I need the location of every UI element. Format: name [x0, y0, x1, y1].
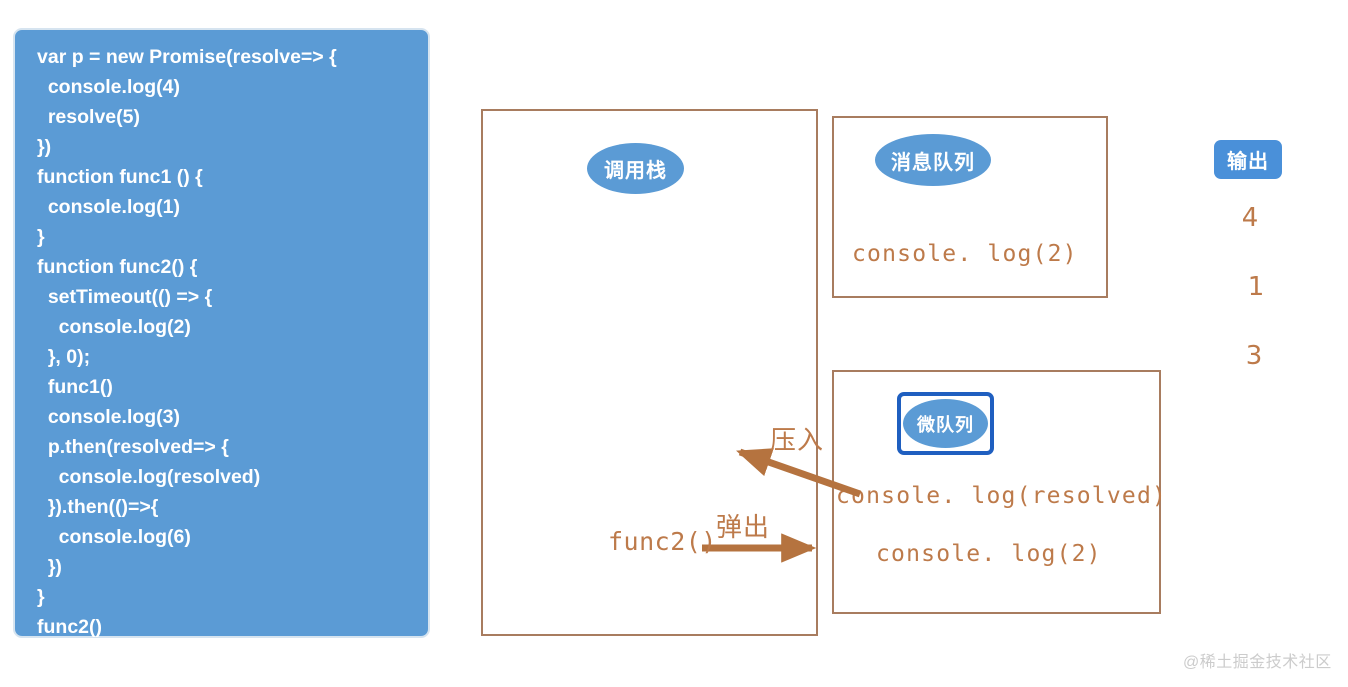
code-line: resolve(5) [37, 106, 140, 128]
output-value: 3 [1245, 341, 1263, 371]
watermark: @稀土掘金技术社区 [1183, 654, 1332, 671]
micro-queue-box [832, 370, 1161, 614]
code-line: console.log(3) [37, 406, 181, 428]
code-line: function func2() { [37, 256, 198, 278]
code-line: console.log(4) [37, 76, 181, 98]
output-label: 输出 [1214, 140, 1282, 179]
code-line: setTimeout(() => { [37, 286, 213, 308]
code-line: }) [37, 556, 62, 578]
code-line: }, 0); [37, 346, 91, 368]
code-line: console.log(1) [37, 196, 181, 218]
code-line: function func1 () { [37, 166, 203, 188]
micro-queue-label: 微队列 [903, 399, 988, 448]
code-line: console.log(6) [37, 526, 191, 548]
code-line: } [37, 586, 45, 608]
call-stack-label: 调用栈 [587, 143, 684, 194]
code-line: }) [37, 136, 52, 158]
message-queue-item: console. log(2) [852, 241, 1078, 267]
micro-queue-label-frame: 微队列 [897, 392, 994, 455]
code-line: var p = new Promise(resolve=> { [37, 46, 337, 68]
code-panel: var p = new Promise(resolve=> { console.… [13, 28, 430, 638]
push-annotation: 压入 [770, 425, 825, 455]
code-line: } [37, 226, 45, 248]
code-line: func2() [37, 616, 102, 638]
output-value: 4 [1241, 203, 1259, 233]
code-line: console.log(2) [37, 316, 191, 338]
output-value: 1 [1247, 272, 1265, 302]
code-line: p.then(resolved=> { [37, 436, 229, 458]
message-queue-label: 消息队列 [875, 134, 991, 186]
popped-frame-label: func2() [608, 527, 717, 556]
micro-queue-item: console. log(resolved) [836, 483, 1168, 509]
code-line: console.log(resolved) [37, 466, 261, 488]
pop-annotation: 弹出 [716, 512, 771, 542]
code-line: }).then(()=>{ [37, 496, 159, 518]
code-line: func1() [37, 376, 113, 398]
micro-queue-item: console. log(2) [876, 541, 1102, 567]
